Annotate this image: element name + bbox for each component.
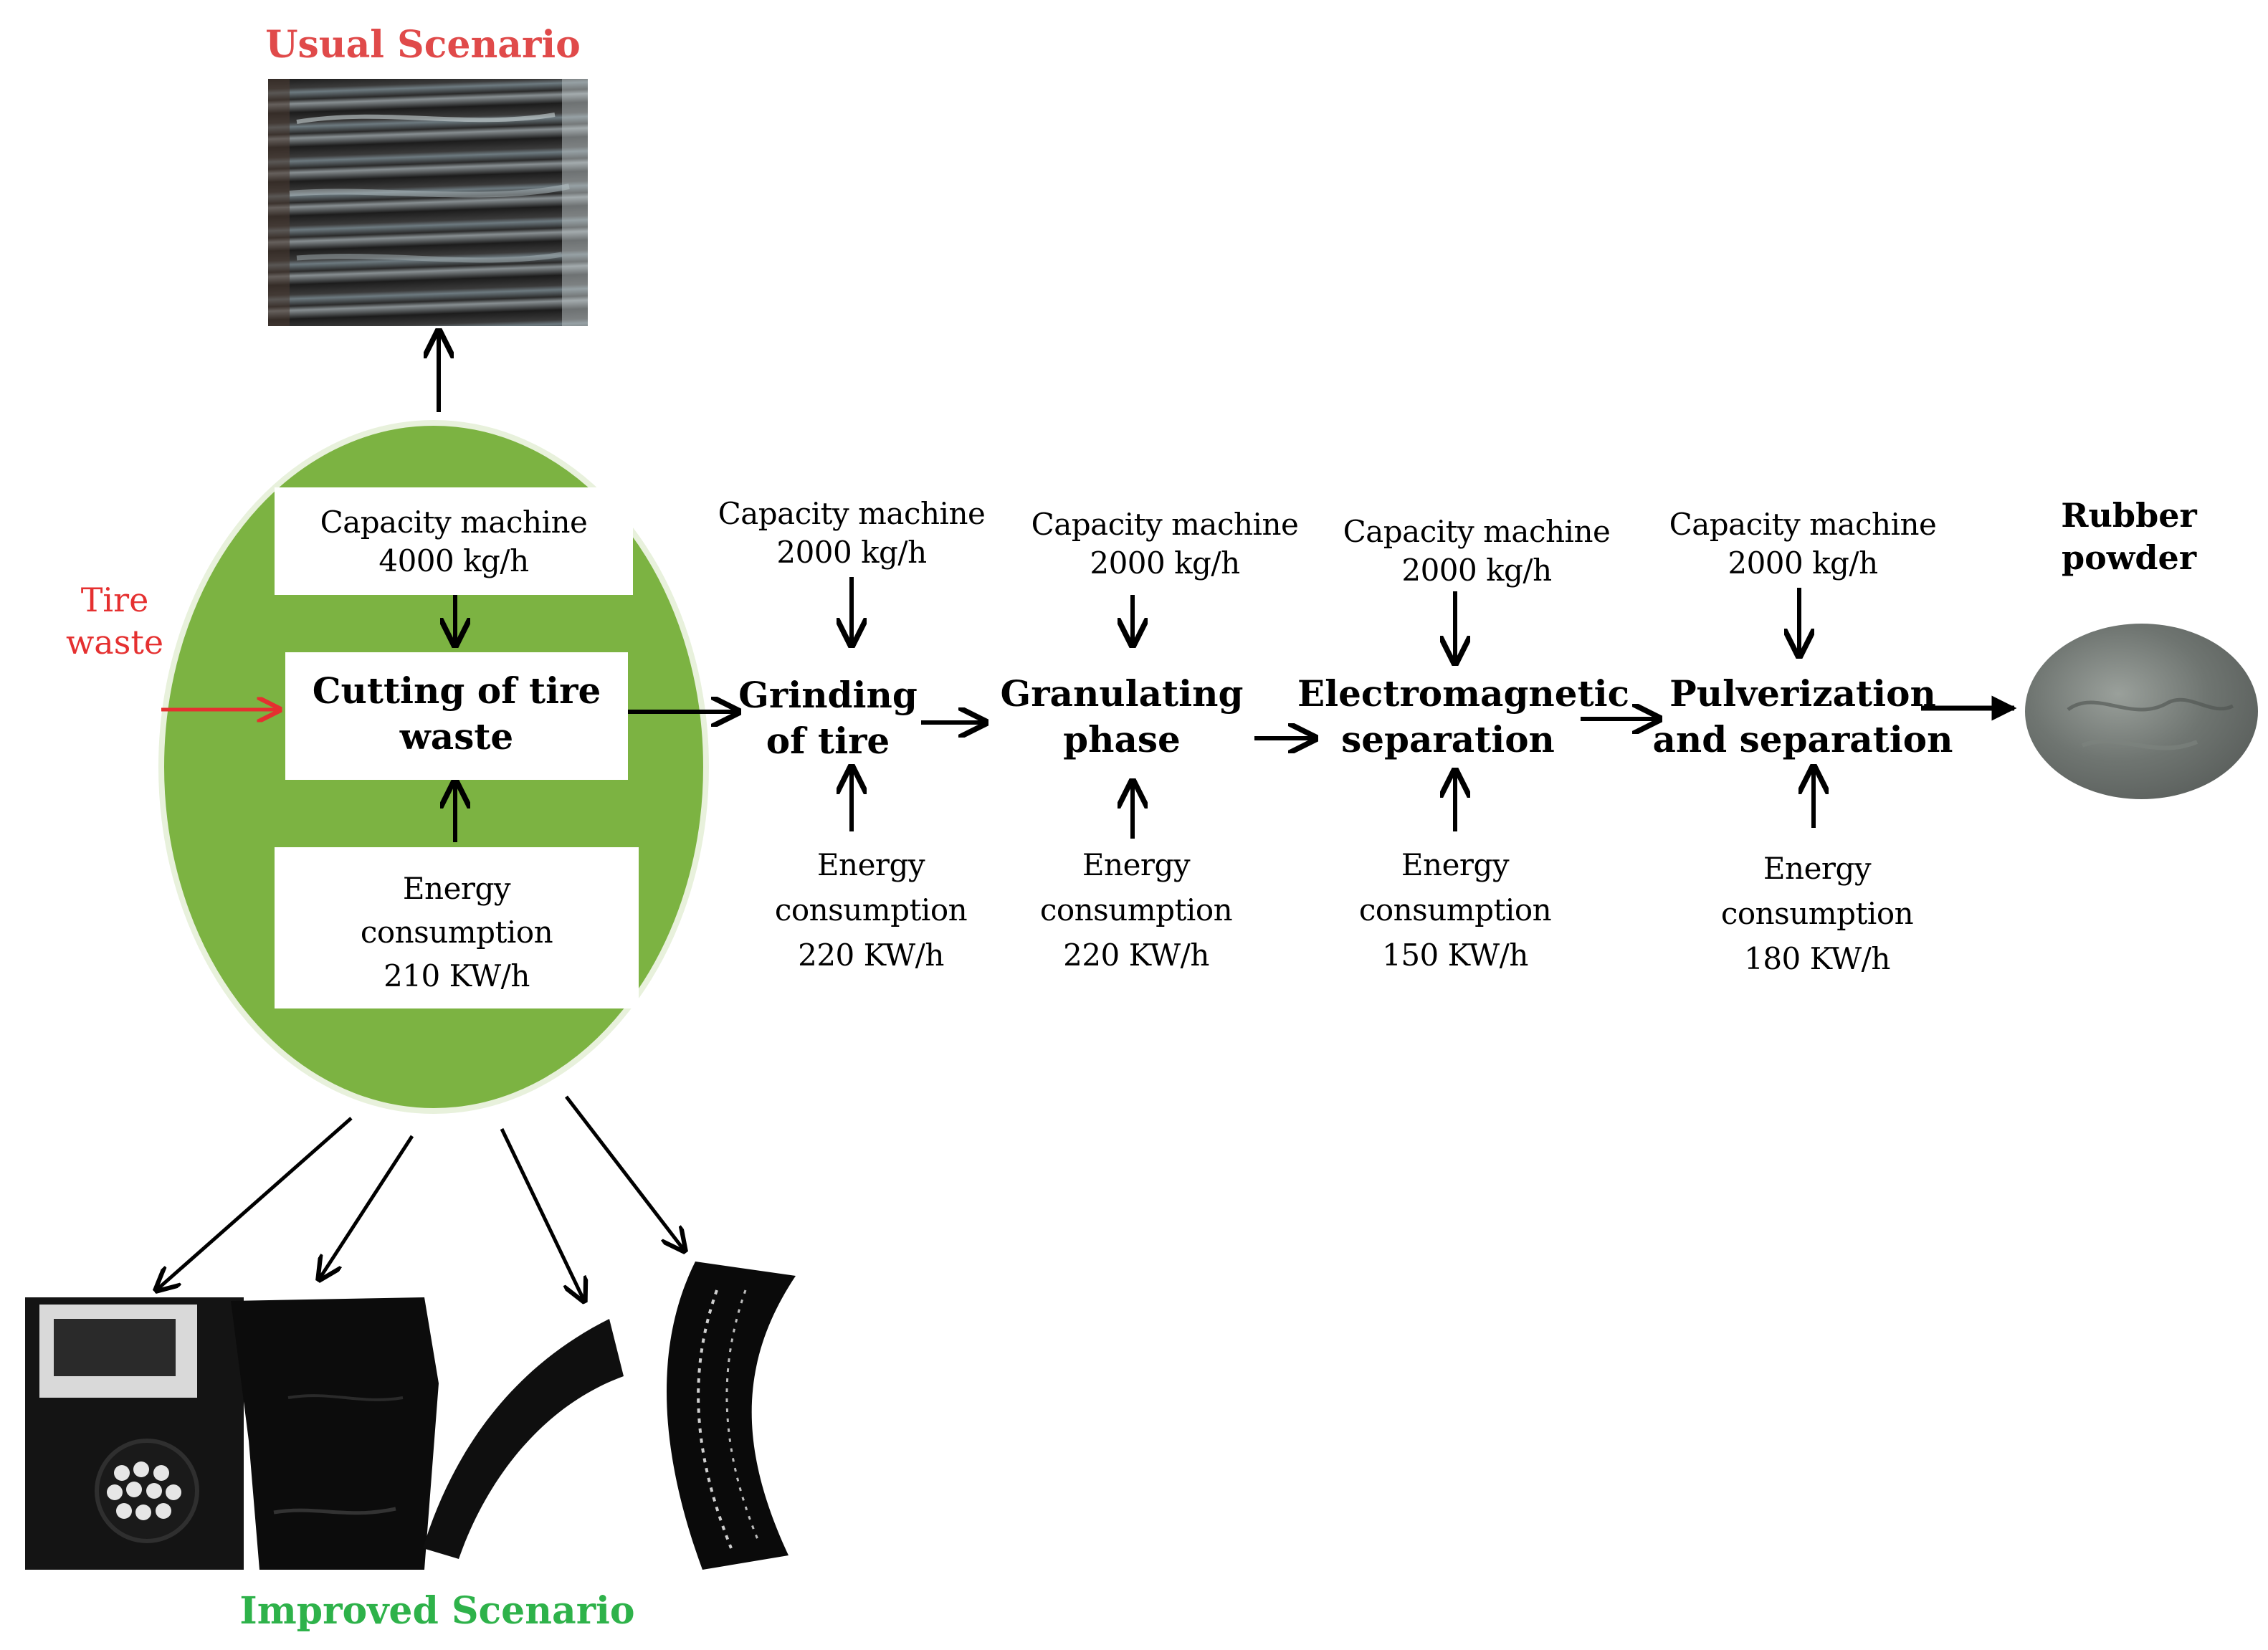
electromagnetic-energy: Energy consumption 150 KW/h	[1344, 842, 1566, 978]
granulating-capacity-line2: 2000 kg/h	[1090, 545, 1240, 581]
tire-bead-chunk-photo	[25, 1297, 244, 1570]
cutting-capacity-box: Capacity machine 4000 kg/h	[275, 487, 633, 595]
arrow-to-improved-2	[319, 1135, 414, 1279]
electromagnetic-energy-line2: consumption	[1358, 892, 1552, 927]
granulating-energy-line3: 220 KW/h	[1063, 938, 1209, 973]
cutting-process-line2: waste	[399, 715, 514, 758]
electromagnetic-energy-line1: Energy	[1401, 847, 1510, 882]
cutting-energy-line1: Energy	[402, 871, 511, 906]
pulverization-capacity-line1: Capacity machine	[1669, 507, 1937, 542]
pulverization-energy-line3: 180 KW/h	[1744, 941, 1890, 976]
grinding-capacity-line2: 2000 kg/h	[776, 534, 927, 570]
grinding-capacity: Capacity machine 2000 kg/h	[701, 495, 1002, 572]
grinding-energy-line3: 220 KW/h	[798, 938, 944, 973]
tire-waste-line1: Tire	[80, 581, 149, 619]
cutting-capacity-line2: 4000 kg/h	[378, 543, 529, 578]
electromagnetic-capacity-line1: Capacity machine	[1343, 514, 1611, 549]
rubber-powder-line1: Rubber	[2061, 496, 2197, 535]
electromagnetic-process-line2: separation	[1341, 718, 1555, 760]
pulverization-energy: Energy consumption 180 KW/h	[1706, 846, 1928, 981]
grinding-energy-line2: consumption	[774, 892, 968, 927]
granulating-energy-line2: consumption	[1039, 892, 1233, 927]
pulverization-process: Pulverization and separation	[1652, 671, 1953, 763]
grinding-process-line2: of tire	[766, 720, 890, 762]
tire-waste-line2: waste	[65, 622, 164, 662]
rubber-powder-line2: powder	[2061, 538, 2197, 577]
electromagnetic-capacity-line2: 2000 kg/h	[1401, 552, 1552, 588]
grinding-energy-line1: Energy	[816, 847, 925, 882]
electromagnetic-process: Electromagnetic separation	[1297, 671, 1630, 763]
granulating-energy: Energy consumption 220 KW/h	[1025, 842, 1247, 978]
rubber-powder-label: Rubber powder	[2050, 495, 2208, 579]
tire-sidewall-strip-photo	[409, 1312, 631, 1570]
pulverization-energy-line2: consumption	[1720, 896, 1914, 931]
arrow-to-improved-3	[500, 1127, 584, 1301]
arrow-to-improved-1	[156, 1117, 353, 1290]
cutting-process-box: Cutting of tire waste	[285, 652, 628, 780]
tire-waste-label: Tire waste	[43, 579, 186, 664]
arrow-to-improved-4	[565, 1095, 685, 1251]
tire-steel-belt-strip-photo	[631, 1247, 803, 1577]
granulating-capacity: Capacity machine 2000 kg/h	[1018, 505, 1312, 583]
grinding-process-line1: Grinding	[738, 674, 918, 716]
usual-scenario-title: Usual Scenario	[265, 23, 581, 67]
granulating-capacity-line1: Capacity machine	[1031, 507, 1299, 542]
grinding-capacity-line1: Capacity machine	[718, 496, 986, 531]
pulverization-capacity: Capacity machine 2000 kg/h	[1656, 505, 1950, 583]
electromagnetic-process-line1: Electromagnetic	[1297, 672, 1630, 715]
rubber-powder-photo	[2025, 624, 2258, 799]
grinding-process: Grinding of tire	[720, 672, 935, 764]
cutting-energy-line2: consumption	[360, 914, 553, 950]
electromagnetic-capacity: Capacity machine 2000 kg/h	[1330, 512, 1624, 590]
cutting-process-line1: Cutting of tire	[312, 669, 601, 712]
pulverization-energy-line1: Energy	[1763, 851, 1872, 886]
tire-tread-block-photo	[231, 1297, 467, 1570]
improved-scenario-title: Improved Scenario	[239, 1589, 635, 1633]
granulating-process-line2: phase	[1063, 718, 1181, 760]
pulverization-process-line1: Pulverization	[1669, 672, 1936, 715]
granulating-process-line1: Granulating	[1000, 672, 1244, 715]
pulverization-capacity-line2: 2000 kg/h	[1728, 545, 1878, 581]
stacked-tire-strips-photo	[268, 79, 588, 326]
cutting-energy-line3: 210 KW/h	[383, 958, 530, 993]
cutting-energy-box: Energy consumption 210 KW/h	[275, 847, 639, 1008]
pulverization-process-line2: and separation	[1652, 718, 1953, 760]
granulating-process: Granulating phase	[996, 671, 1247, 763]
electromagnetic-energy-line3: 150 KW/h	[1382, 938, 1528, 973]
grinding-energy: Energy consumption 220 KW/h	[763, 842, 978, 978]
cutting-capacity-line1: Capacity machine	[320, 505, 588, 540]
granulating-energy-line1: Energy	[1082, 847, 1191, 882]
